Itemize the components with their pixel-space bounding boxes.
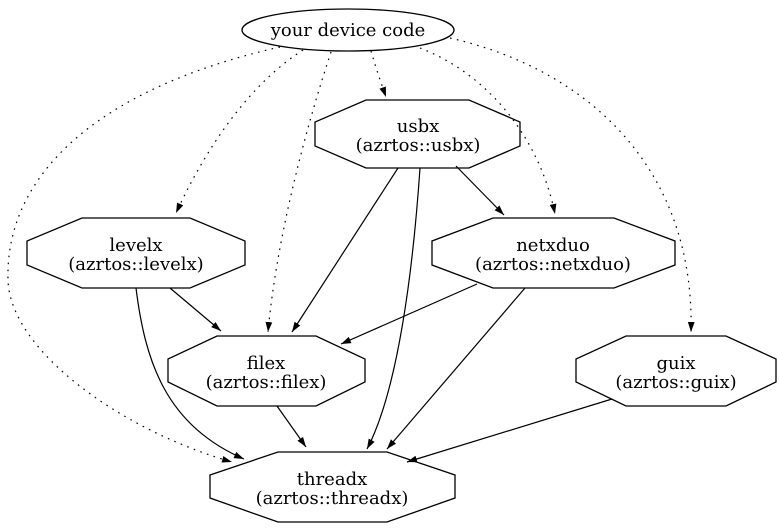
edge-device-netxduo (419, 47, 557, 215)
device-label: your device code (270, 20, 426, 41)
edge-netxduo-threadx (386, 287, 526, 450)
netxduo-sublabel: (azrtos::netxduo) (475, 254, 631, 275)
levelx-octagon (26, 217, 246, 289)
filex-label: filex (247, 353, 286, 374)
filex-sublabel: (azrtos::filex) (206, 372, 327, 393)
node-netxduo: netxduo (azrtos::netxduo) (431, 217, 676, 289)
edges-group (7, 37, 695, 463)
edge-device-filex (265, 51, 332, 333)
device-ellipse (241, 8, 455, 52)
edge-filex-threadx (276, 405, 307, 448)
edge-usbx-netxduo (455, 165, 505, 216)
netxduo-octagon (431, 217, 676, 289)
filex-octagon (167, 335, 366, 407)
node-device: your device code (241, 8, 455, 52)
threadx-octagon (209, 451, 456, 523)
guix-octagon (575, 335, 777, 407)
edge-usbx-threadx (366, 167, 421, 450)
edge-levelx-threadx (135, 287, 245, 460)
levelx-sublabel: (azrtos::levelx) (68, 254, 203, 275)
edge-device-guix (449, 37, 695, 333)
levelx-label: levelx (109, 235, 162, 256)
guix-sublabel: (azrtos::guix) (615, 372, 736, 393)
node-guix: guix (azrtos::guix) (575, 335, 777, 407)
edge-usbx-filex (291, 167, 399, 333)
usbx-sublabel: (azrtos::usbx) (356, 135, 481, 156)
usbx-octagon (314, 99, 521, 169)
edge-device-usbx (370, 50, 387, 98)
node-levelx: levelx (azrtos::levelx) (26, 217, 246, 289)
edge-netxduo-filex (340, 283, 478, 345)
netxduo-label: netxduo (516, 235, 590, 256)
edge-guix-threadx (406, 398, 613, 463)
edge-levelx-filex (169, 287, 222, 332)
guix-label: guix (656, 353, 695, 374)
threadx-sublabel: (azrtos::threadx) (256, 488, 409, 509)
usbx-label: usbx (397, 116, 440, 137)
threadx-label: threadx (297, 469, 368, 490)
node-threadx: threadx (azrtos::threadx) (209, 451, 456, 523)
edge-device-levelx (175, 49, 304, 214)
node-filex: filex (azrtos::filex) (167, 335, 366, 407)
node-usbx: usbx (azrtos::usbx) (314, 99, 521, 169)
